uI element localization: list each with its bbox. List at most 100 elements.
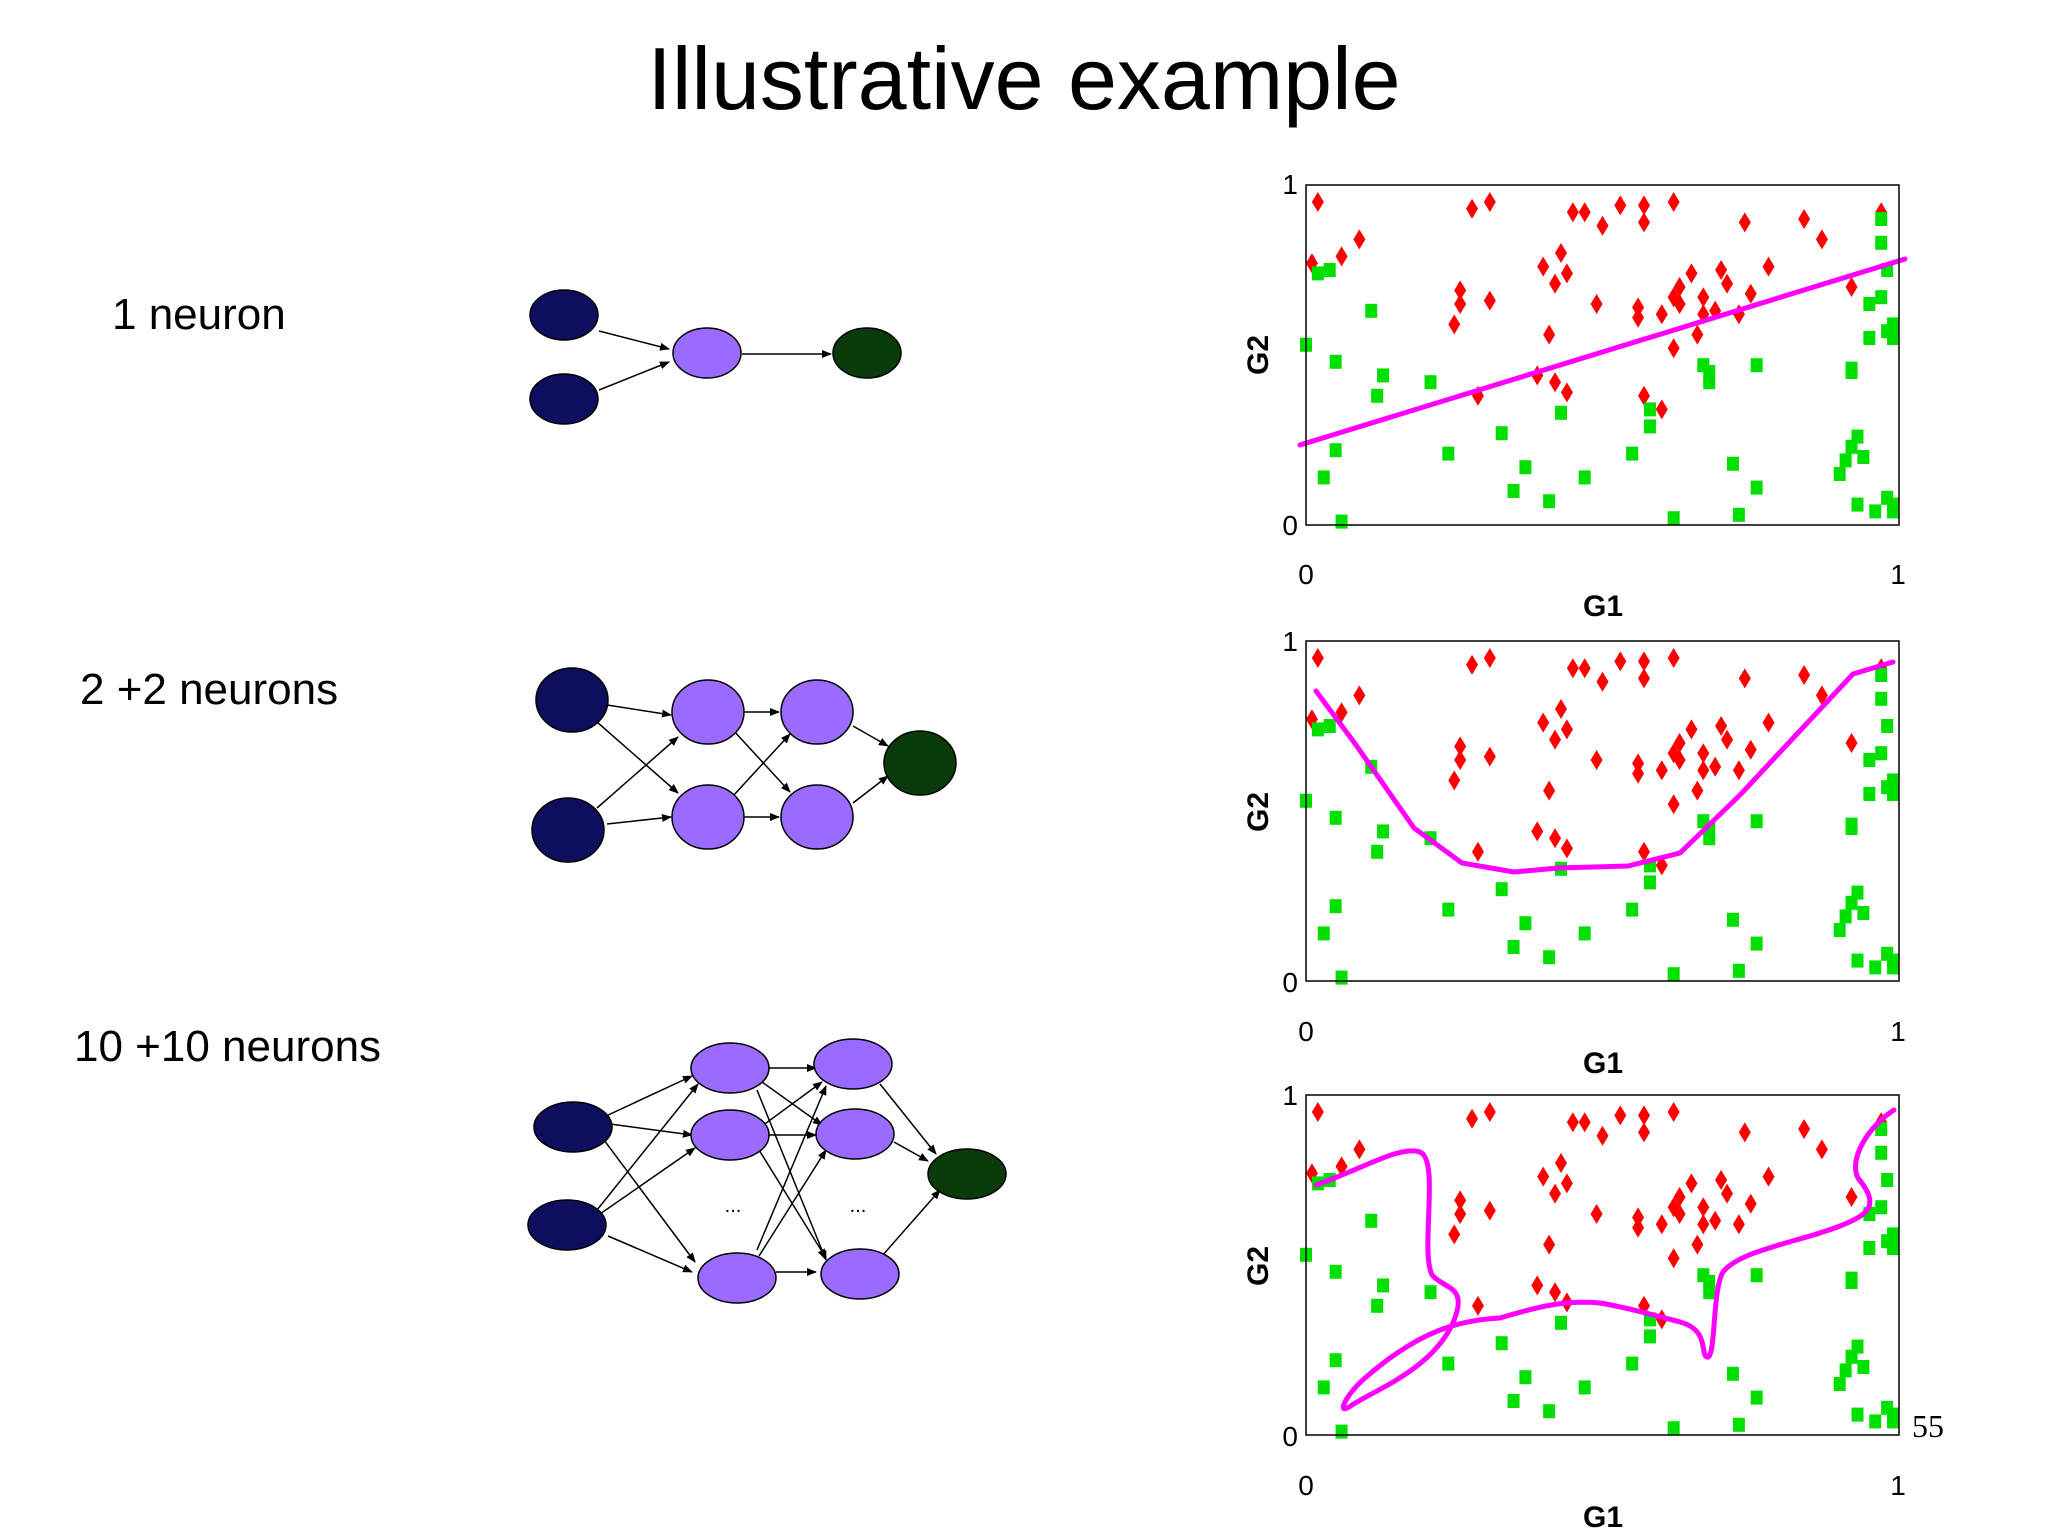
red-diamond-point: [1483, 290, 1496, 311]
green-square-point: [1543, 1404, 1556, 1419]
green-square-point: [1329, 1264, 1342, 1279]
green-square-point: [1845, 1275, 1858, 1289]
green-square-point: [1626, 446, 1639, 461]
plot-1-neuron: 1 0 0 1 G1 G2: [1242, 169, 1908, 623]
green-square-point: [1335, 1424, 1348, 1439]
x-tick-max: 1: [1890, 559, 1906, 590]
connection-edge: [732, 733, 791, 797]
green-square-point: [1863, 331, 1876, 345]
red-diamond-point: [1685, 263, 1698, 284]
red-diamond-point: [1537, 256, 1550, 277]
red-diamond-point: [1549, 273, 1562, 294]
green-square-point: [1643, 875, 1656, 890]
green-square-point: [1329, 443, 1342, 458]
connection-edge: [596, 721, 679, 794]
green-square-point: [1365, 303, 1378, 318]
x-tick-min: 0: [1298, 559, 1314, 590]
red-diamond-point: [1466, 198, 1479, 219]
input-node: [527, 1199, 607, 1251]
red-diamond-point: [1566, 202, 1579, 223]
green-square-point: [1851, 1339, 1864, 1354]
green-square-point: [1750, 358, 1763, 373]
x-tick-max: 1: [1890, 1470, 1906, 1501]
network-1-neuron: [529, 289, 902, 425]
green-square-point: [1839, 909, 1852, 924]
red-diamond-point: [1549, 828, 1562, 849]
green-square-point: [1887, 504, 1900, 519]
red-diamond-point: [1697, 760, 1710, 781]
red-diamond-point: [1673, 277, 1686, 297]
green-square-point: [1875, 1145, 1888, 1160]
green-square-point: [1377, 1278, 1390, 1293]
decision-boundary: [1313, 1107, 1897, 1412]
green-square-point: [1875, 1200, 1888, 1215]
red-diamond-point: [1762, 256, 1775, 277]
red-diamond-point: [1744, 1193, 1757, 1214]
red-diamond-point: [1638, 195, 1651, 216]
ellipsis-layer-2: ...: [850, 1195, 867, 1217]
connection-edge: [756, 1089, 827, 1261]
green-square-point: [1875, 235, 1888, 250]
connection-edge: [879, 1083, 937, 1155]
red-diamond-point: [1667, 648, 1680, 668]
green-square-point: [1495, 1336, 1508, 1351]
x-tick-max: 1: [1890, 1016, 1906, 1047]
green-square-point: [1833, 467, 1846, 481]
green-square-point: [1335, 514, 1348, 529]
red-diamond-point: [1667, 1102, 1680, 1122]
red-diamond-point: [1738, 212, 1751, 233]
plot-area-frame: [1305, 1094, 1900, 1436]
connection-edge: [607, 1235, 693, 1273]
green-square-point: [1869, 960, 1882, 975]
red-diamond-point: [1673, 733, 1686, 753]
y-tick-max: 1: [1282, 169, 1298, 200]
green-square-point: [1377, 368, 1390, 383]
red-diamond-point: [1673, 294, 1686, 314]
output-node: [883, 730, 957, 796]
red-diamond-point: [1762, 712, 1775, 733]
green-square-point: [1495, 426, 1508, 441]
green-square-point: [1857, 1360, 1870, 1374]
red-diamond-point: [1655, 399, 1668, 420]
red-diamond-point: [1543, 780, 1556, 801]
red-diamond-point: [1614, 1105, 1627, 1126]
red-diamond-point: [1732, 1214, 1745, 1235]
green-square-point: [1507, 484, 1520, 498]
green-square-point: [1857, 906, 1870, 920]
red-diamond-point: [1632, 1217, 1645, 1238]
ellipsis-layer-1: ...: [725, 1195, 742, 1217]
green-square-point: [1317, 926, 1330, 941]
output-node: [832, 327, 902, 379]
green-square-point: [1869, 1414, 1882, 1429]
red-diamond-point: [1815, 229, 1828, 250]
red-diamond-point: [1655, 760, 1668, 781]
green-square-point: [1329, 899, 1342, 914]
green-square-point: [1442, 902, 1455, 917]
green-square-point: [1726, 456, 1739, 471]
connection-edge: [606, 814, 672, 825]
red-diamond-point: [1311, 648, 1324, 668]
x-tick-min: 0: [1298, 1470, 1314, 1501]
green-square-point: [1519, 1370, 1532, 1385]
red-diamond-point: [1815, 1139, 1828, 1160]
green-square-point: [1881, 719, 1894, 733]
red-diamond-point: [1697, 1197, 1710, 1218]
x-axis-label: G1: [1583, 1501, 1623, 1534]
green-square-point: [1887, 1227, 1900, 1242]
decision-boundary: [1297, 256, 1908, 448]
green-square-point: [1726, 1366, 1739, 1381]
green-square-point: [1887, 317, 1900, 332]
red-diamond-point: [1632, 1207, 1645, 1228]
green-square-point: [1833, 1377, 1846, 1391]
red-diamond-point: [1353, 229, 1366, 250]
green-square-point: [1442, 1356, 1455, 1371]
red-diamond-point: [1335, 246, 1348, 267]
green-square-point: [1875, 290, 1888, 305]
green-square-point: [1887, 1241, 1900, 1255]
input-node: [533, 1101, 613, 1153]
red-diamond-point: [1471, 841, 1484, 862]
y-tick-max: 1: [1282, 1080, 1298, 1111]
red-diamond-point: [1638, 1105, 1651, 1126]
red-diamond-point: [1549, 1183, 1562, 1204]
red-diamond-point: [1596, 215, 1609, 236]
